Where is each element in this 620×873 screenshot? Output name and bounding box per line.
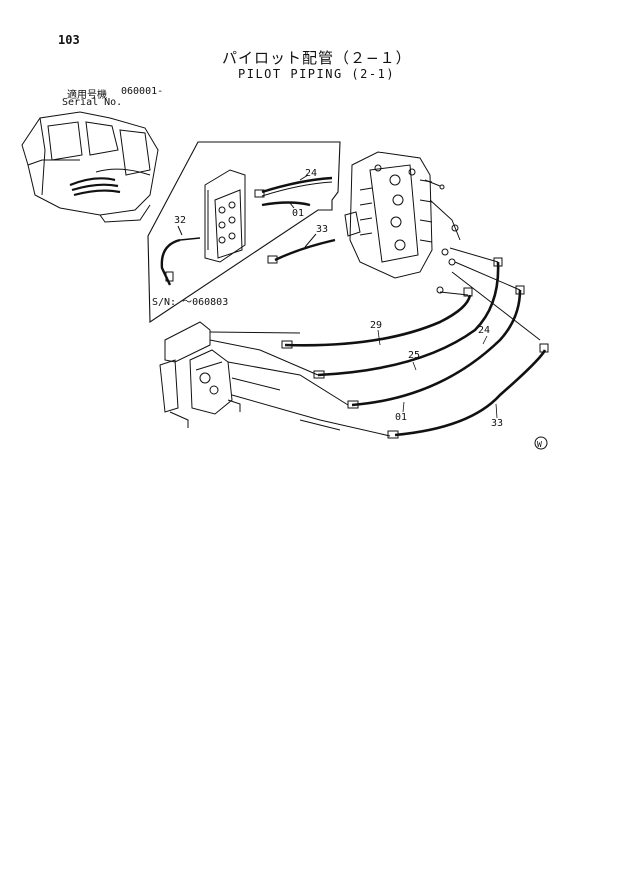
control-valve	[344, 151, 461, 294]
page-title-japanese: パイロット配管（２−１）	[222, 49, 412, 67]
callout-25: 25	[408, 350, 420, 361]
inset-detail	[147, 141, 341, 324]
pilot-valve-bracket	[159, 321, 241, 428]
serial-value: 060001-	[121, 86, 164, 97]
callout-inset-32: 32	[174, 215, 186, 226]
callout-inset-33: 33	[316, 224, 328, 235]
callout-33: 33	[491, 418, 503, 429]
serial-label-japanese: 適用号機	[67, 90, 107, 101]
excavator-thumbnail	[21, 111, 159, 223]
callout-29: 29	[370, 320, 382, 331]
callout-inset-01: 01	[292, 208, 304, 219]
hose-runs	[209, 247, 549, 439]
page-number: 103	[58, 33, 80, 47]
mark-letter: W	[537, 440, 542, 449]
callout-24: 24	[478, 325, 490, 336]
inset-serial-note: S/N: ～060803	[152, 297, 228, 308]
page-title-english: PILOT PIPING (2-1)	[238, 67, 396, 81]
callout-01: 01	[395, 412, 407, 423]
serial-label-english: Serial No.	[62, 97, 123, 108]
callout-inset-24: 24	[305, 168, 317, 179]
mark-circle	[534, 436, 548, 450]
